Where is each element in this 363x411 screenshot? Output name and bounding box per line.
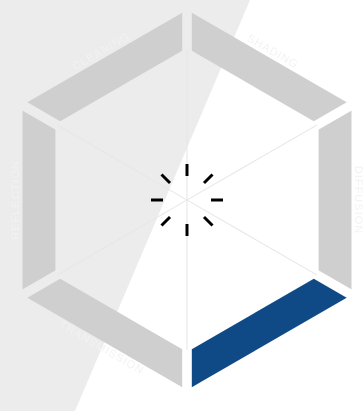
spoke-line: [56, 124, 188, 201]
segment-specialties-shape: [191, 278, 347, 388]
spinner-dash: [202, 173, 214, 185]
segment-diffusion-shape: [318, 110, 352, 290]
spinner-dash: [160, 173, 172, 185]
segment-specialties[interactable]: SPECIALTIES: [191, 278, 347, 388]
segment-diffusion-label: DIFFUSION: [352, 166, 363, 234]
segment-cleaning-shape: [27, 12, 183, 122]
segment-reflection-label: REFLECTION: [10, 160, 22, 240]
spinner-dash: [202, 215, 214, 227]
segment-diffusion[interactable]: DIFFUSION: [318, 110, 363, 290]
spinner-dash: [160, 215, 172, 227]
segment-reflection-shape: [22, 110, 56, 290]
segment-reflection[interactable]: REFLECTION: [10, 110, 56, 290]
segment-shading-shape: [191, 12, 347, 122]
segment-transmission-shape: [27, 278, 183, 388]
loading-spinner-icon: [151, 164, 223, 236]
spoke-line: [186, 199, 318, 276]
spoke-line: [56, 199, 188, 276]
spoke-line: [186, 124, 318, 201]
